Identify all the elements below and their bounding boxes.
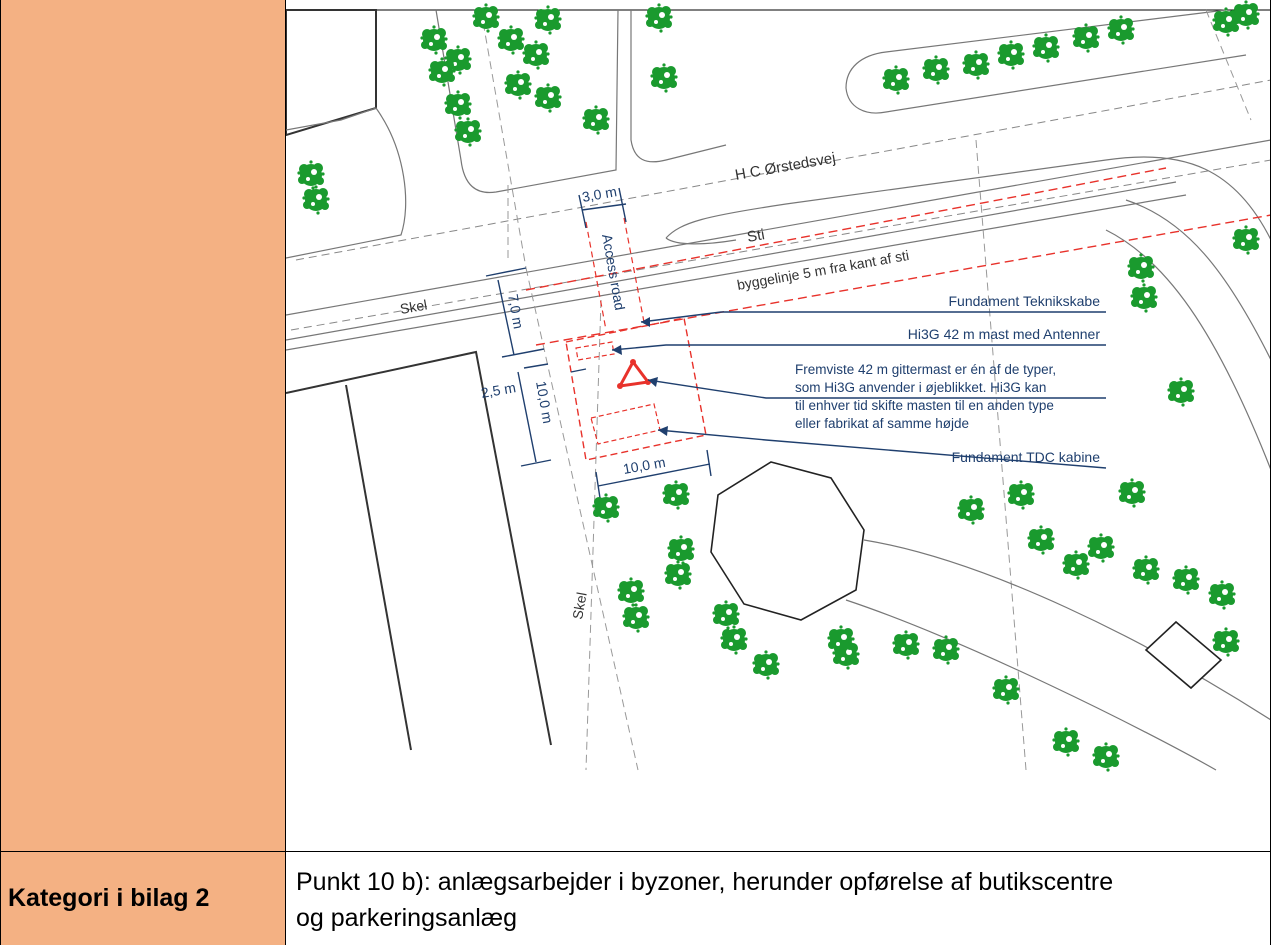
dimension-10m-horizontal: 10,0 m: [622, 454, 667, 477]
access-road-label: Access road: [599, 233, 628, 312]
site-plan-map: H C Ørstedsvej Sti byggelinje 5 m fra ka…: [286, 0, 1271, 772]
category-value-line-2: og parkeringsanlæg: [296, 904, 517, 932]
category-value-line-1: Punkt 10 b): anlægsarbejder i byzoner, h…: [296, 868, 1114, 896]
callout-note-line-4: eller fabrikat af samme højde: [795, 416, 969, 431]
trees: [297, 0, 1260, 772]
category-label-cell: Kategori i bilag 2: [0, 852, 285, 945]
dimension-2-5m: 2,5 m: [480, 379, 517, 401]
road-name-label: H C Ørstedsvej: [734, 150, 837, 184]
callout-note-line-2: som Hi3G anvender i øjeblikket. Hi3G kan: [795, 380, 1046, 395]
callout-note-line-1: Fremviste 42 m gittermast er én af de ty…: [795, 362, 1056, 377]
table-row-divider: [0, 851, 1271, 852]
callout-note-line-3: til enhver tid skifte masten til en ande…: [795, 398, 1054, 413]
callout-mast: Hi3G 42 m mast med Antenner: [908, 326, 1101, 342]
building-line-label: byggelinje 5 m fra kant af sti: [736, 247, 910, 293]
path-label: Sti: [746, 226, 766, 246]
row1-label-cell: [0, 0, 285, 851]
table-column-divider: [285, 0, 286, 945]
dimension-10m-vertical: 10,0 m: [533, 380, 556, 425]
callout-teknikskabe: Fundament Teknikskabe: [949, 293, 1101, 309]
dimension-7m: 7,0 m: [505, 293, 527, 330]
callout-tdc: Fundament TDC kabine: [952, 449, 1101, 465]
category-label: Kategori i bilag 2: [8, 884, 210, 912]
dimension-3m: 3,0 m: [581, 183, 618, 205]
site-plan-cell: H C Ørstedsvej Sti byggelinje 5 m fra ka…: [286, 0, 1271, 851]
boundary-label-2: Skel: [569, 591, 589, 621]
table-border-left: [0, 0, 1, 945]
category-value-cell: Punkt 10 b): anlægsarbejder i byzoner, h…: [286, 852, 1271, 945]
boundary-label-1: Skel: [399, 296, 429, 316]
